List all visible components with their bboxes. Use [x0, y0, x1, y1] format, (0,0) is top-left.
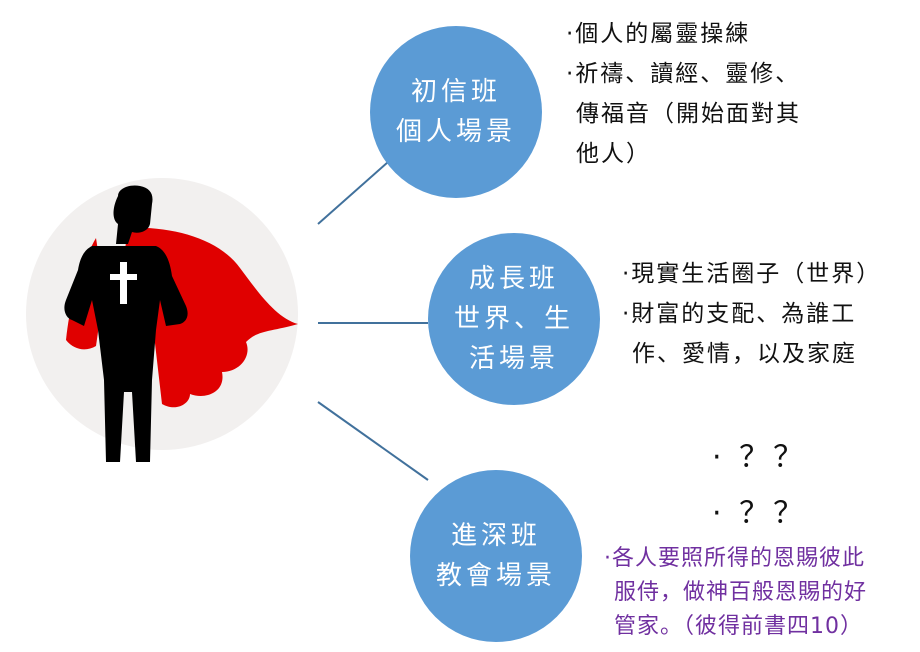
verse-line: ·各人要照所得的恩賜彼此	[604, 546, 865, 571]
question-marks: · ？？	[712, 496, 808, 531]
hero-head	[113, 185, 153, 244]
note-line: ·現實生活圈子（世界）	[622, 261, 882, 287]
bible-verse: ·各人要照所得的恩賜彼此 服侍，做神百般恩賜的好 管家。（彼得前書四10）	[604, 542, 916, 644]
note-line: ·財富的支配、為誰工	[622, 301, 857, 327]
note-line: 傳福音（開始面對其	[576, 101, 801, 127]
superhero-with-cross-icon	[64, 185, 298, 462]
notes-beginner: ·個人的屬靈操練 ·祈禱、讀經、靈修、 傳福音（開始面對其 他人）	[566, 14, 801, 174]
note-line: ·祈禱、讀經、靈修、	[566, 61, 801, 87]
cross-horizontal	[110, 274, 137, 280]
question-marks: · ？？	[712, 440, 808, 475]
note-line: ·個人的屬靈操練	[566, 21, 751, 47]
verse-line: 管家。（彼得前書四10）	[614, 614, 863, 639]
stage-title: 成長班	[468, 264, 559, 294]
stage-subtitle: 個人場景	[395, 117, 516, 147]
hero-body	[64, 246, 188, 462]
stage-subtitle: 世界、生	[453, 304, 574, 334]
stage-title: 初信班	[410, 77, 501, 107]
connector-line-3	[317, 401, 429, 481]
note-line: 作、愛情，以及家庭	[632, 341, 857, 367]
note-line: 他人）	[576, 141, 651, 167]
stage-circle-beginner: 初信班 個人場景	[370, 26, 542, 198]
stage-circle-growth: 成長班 世界、生 活場景	[428, 233, 600, 405]
stage-subtitle: 教會場景	[435, 561, 556, 591]
verse-line: 服侍，做神百般恩賜的好	[614, 580, 868, 605]
cross-vertical	[120, 262, 127, 304]
connector-line-1	[317, 161, 389, 225]
stage-subtitle-cont: 活場景	[468, 344, 559, 374]
stage-title: 進深班	[450, 521, 541, 551]
stage-circle-advanced: 進深班 教會場景	[410, 470, 582, 642]
notes-growth: ·現實生活圈子（世界） ·財富的支配、為誰工 作、愛情，以及家庭	[622, 254, 881, 374]
